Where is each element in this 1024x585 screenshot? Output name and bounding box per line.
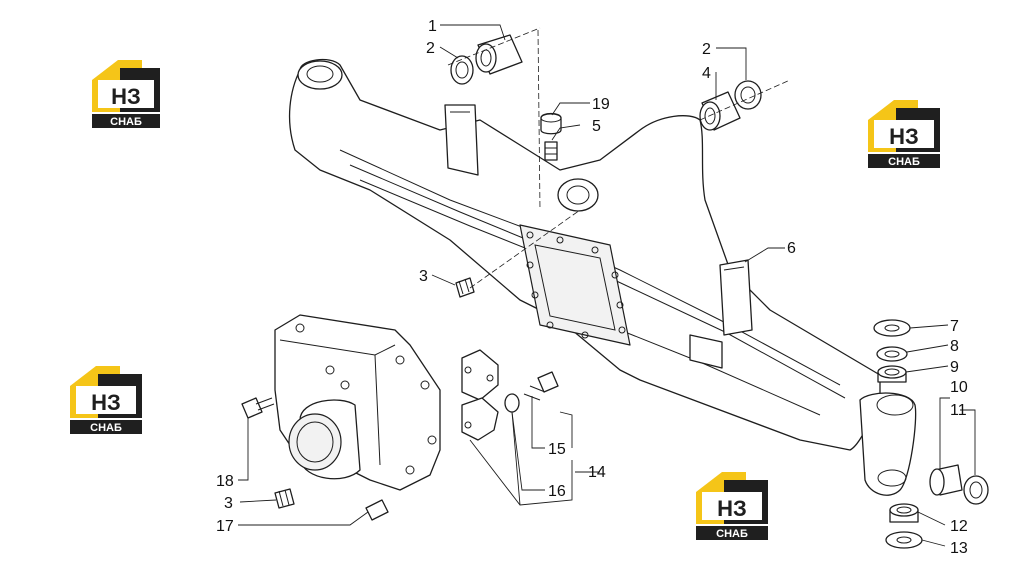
- seal-part-2-left: [450, 55, 474, 85]
- svg-text:НЗ: НЗ: [889, 124, 919, 149]
- callout-4: 4: [702, 65, 711, 82]
- callout-2: 2: [702, 41, 711, 58]
- callout-6: 6: [787, 240, 796, 257]
- callout-10: 10: [950, 379, 968, 396]
- bolt-part-18: [241, 397, 275, 419]
- callout-15: 15: [548, 441, 566, 458]
- seal-part-2-right: [734, 80, 762, 110]
- svg-text:НЗ: НЗ: [91, 390, 121, 415]
- axle-housing: [288, 58, 917, 496]
- plug-part-3-lower: [274, 488, 295, 509]
- svg-text:СНАБ: СНАБ: [888, 156, 920, 168]
- callout-17: 17: [216, 518, 234, 535]
- callout-2: 2: [426, 40, 435, 57]
- pin-part-17: [365, 499, 389, 521]
- bushing-part-10: [929, 464, 963, 496]
- callout-11: 11: [950, 402, 967, 419]
- watermark-logo: НЗ СНАБ: [70, 366, 142, 434]
- assembly-axis-line: [537, 29, 541, 211]
- watermark-logo: НЗ СНАБ: [92, 60, 160, 128]
- bearing-part-12: [889, 503, 919, 523]
- carrier-housing: [274, 314, 441, 491]
- callout-3: 3: [419, 268, 428, 285]
- leader-lines: [238, 24, 976, 547]
- svg-text:СНАБ: СНАБ: [716, 528, 748, 540]
- callout-12: 12: [950, 518, 968, 535]
- bushing-part-16: [504, 393, 520, 413]
- svg-text:СНАБ: СНАБ: [110, 116, 142, 128]
- bearing-cap-part-14: [461, 349, 499, 441]
- callout-7: 7: [950, 318, 959, 335]
- assembly-axis-line: [447, 27, 541, 66]
- callout-19: 19: [592, 96, 610, 113]
- callout-1: 1: [428, 18, 437, 35]
- assembly-axis-line: [469, 209, 581, 289]
- callout-13: 13: [950, 540, 968, 557]
- watermark-logo: НЗ СНАБ: [868, 100, 940, 168]
- washer-part-7: [873, 319, 911, 337]
- svg-text:СНАБ: СНАБ: [90, 422, 122, 434]
- plug-part-3-upper: [455, 277, 475, 298]
- bushing-part-1: [475, 34, 523, 75]
- bearing-part-9: [877, 365, 907, 383]
- callout-16: 16: [548, 483, 566, 500]
- seal-part-11: [963, 475, 989, 505]
- cap-part-19: [540, 112, 562, 135]
- callout-9: 9: [950, 359, 959, 376]
- assembly-axis-line: [699, 79, 791, 121]
- callout-8: 8: [950, 338, 959, 355]
- callout-5: 5: [592, 118, 601, 135]
- watermark-logo: НЗ СНАБ: [696, 472, 768, 540]
- grease-fitting-part-5: [544, 141, 558, 161]
- bolt-part-15: [523, 371, 559, 401]
- shim-part-8: [876, 346, 908, 362]
- washer-part-13: [885, 531, 923, 549]
- callout-14: 14: [588, 464, 606, 481]
- callout-3: 3: [224, 495, 233, 512]
- callout-18: 18: [216, 473, 234, 490]
- svg-text:НЗ: НЗ: [717, 496, 747, 521]
- svg-text:НЗ: НЗ: [111, 84, 141, 109]
